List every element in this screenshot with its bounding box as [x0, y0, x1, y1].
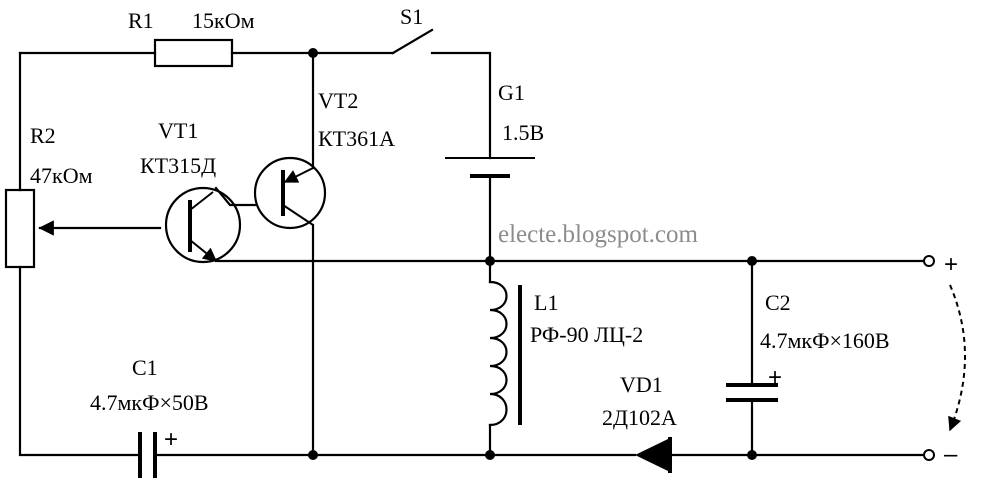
s1-ref-label: S1: [400, 4, 423, 29]
vd1-ref-label: VD1: [620, 372, 663, 397]
g1-ref-label: G1: [498, 80, 525, 105]
minus-terminal-label: –: [944, 441, 958, 468]
r1-ref-label: R1: [128, 8, 154, 33]
g1-battery-symbol: [445, 157, 535, 178]
vt2-ref-label: VT2: [318, 88, 358, 113]
c2-ref-label: C2: [765, 290, 791, 315]
g1-value-label: 1.5В: [502, 120, 544, 145]
c2-capacitor-symbol: [726, 383, 778, 402]
vt1-part-label: КТ315Д: [140, 153, 216, 178]
output-terminals: [923, 255, 966, 461]
c2-value-label: 4.7мкФ×160В: [760, 328, 890, 353]
l1-inductor-symbol: [488, 280, 522, 427]
junctions: [308, 48, 757, 460]
vt2-transistor-symbol: [214, 156, 327, 230]
c1-polarity-label: +: [164, 426, 178, 453]
r1-resistor-symbol: [153, 38, 234, 68]
c2-polarity-label: +: [768, 364, 782, 391]
voltage-arrow: [948, 284, 966, 432]
plus-terminal-label: +: [944, 251, 958, 278]
vt2-part-label: КТ361А: [318, 126, 395, 151]
vt1-transistor-symbol: [164, 186, 242, 264]
l1-value-label: РФ-90 ЛЦ-2: [530, 322, 643, 347]
r2-ref-label: R2: [30, 123, 56, 148]
c1-value-label: 4.7мкФ×50В: [90, 390, 209, 415]
r2-potentiometer-symbol: [4, 188, 162, 269]
r1-value-label: 15кОм: [192, 8, 255, 33]
c1-capacitor-symbol: [138, 432, 157, 478]
watermark: electe.blogspot.com: [498, 221, 698, 248]
vd1-diode-symbol: [635, 437, 672, 473]
s1-switch-symbol: [391, 28, 434, 55]
c1-ref-label: C1: [132, 355, 158, 380]
vd1-part-label: 2Д102А: [602, 405, 677, 430]
vt1-ref-label: VT1: [158, 118, 198, 143]
r2-value-label: 47кОм: [30, 163, 93, 188]
l1-ref-label: L1: [534, 290, 558, 315]
